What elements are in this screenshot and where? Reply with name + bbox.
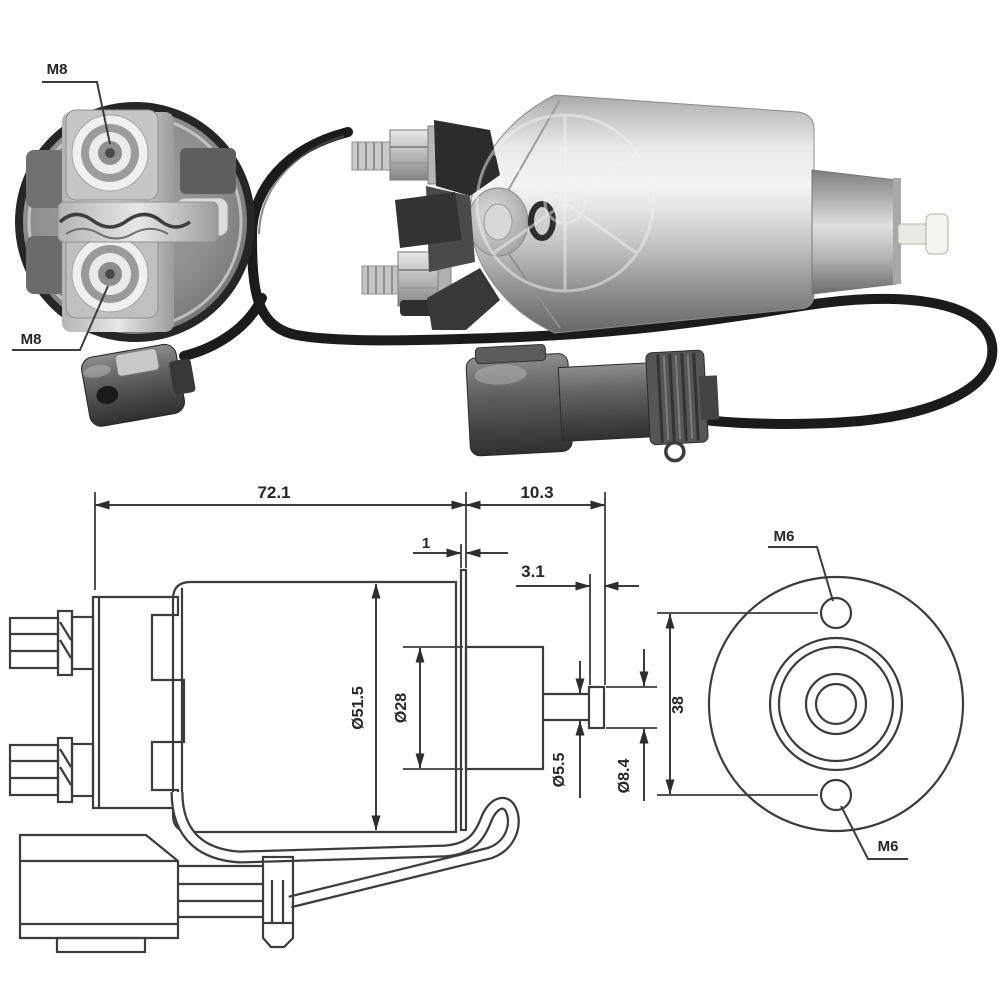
- label-m6-top: M6: [774, 528, 795, 545]
- solenoid-connector-photo: [465, 343, 720, 463]
- label-dia-8-4: Ø8.4: [616, 759, 633, 794]
- bracket-seam-2: [65, 227, 169, 240]
- label-dia-5-5: Ø5.5: [551, 753, 568, 788]
- connector-ridges: [656, 352, 700, 443]
- end-view-photo: [15, 102, 255, 342]
- label-38: 38: [670, 696, 687, 714]
- drawing-stud-bottom: [8, 736, 95, 804]
- m6-hole-bottom: [819, 778, 853, 812]
- label-3-1: 3.1: [521, 562, 545, 581]
- technical-drawing: [8, 81, 965, 954]
- bracket-seam: [58, 212, 192, 229]
- leader-m6-top: [768, 546, 834, 602]
- drawing-stud-top: [8, 609, 95, 677]
- connector-highlight: [474, 364, 527, 385]
- connector-tip: [698, 375, 720, 421]
- dimension-lines: [94, 500, 675, 831]
- drawing-labels: M8 M8 72.1 10.3 1 3.1 Ø51.5 Ø28 Ø5.5 Ø8.…: [21, 61, 899, 855]
- front-cylinder-photo: [811, 169, 897, 295]
- leader-m8-top: [42, 81, 111, 145]
- drawing-wire-inner: [172, 791, 518, 907]
- label-dia-28: Ø28: [393, 693, 410, 723]
- drawing-plunger-tip: [587, 685, 606, 730]
- label-m6-bottom: M6: [878, 838, 899, 855]
- end-view-connector-photo: [81, 343, 196, 427]
- m6-hole-top: [819, 596, 853, 630]
- label-1: 1: [422, 535, 430, 552]
- mid-bracket: [57, 201, 219, 243]
- drawing-end-cap: [91, 595, 186, 810]
- leader-lines: [12, 81, 908, 860]
- label-72-1: 72.1: [257, 483, 290, 502]
- connector-ridge-highlights: [662, 354, 694, 441]
- drawing-body: [171, 580, 458, 834]
- leader-m6-bottom: [840, 805, 908, 860]
- case-hole: [528, 201, 556, 241]
- plunger-pin: [897, 223, 931, 245]
- cone-edge-bottom: [505, 249, 561, 329]
- wire-highlight: [258, 135, 345, 235]
- solenoid-photo: [351, 94, 949, 334]
- drawing-shaft: [543, 692, 589, 722]
- drawing-flange-view: [707, 575, 965, 833]
- label-m8-top: M8: [47, 61, 68, 78]
- front-cylinder-face: [893, 178, 901, 284]
- wire: [246, 127, 998, 429]
- leader-m8-bottom: [12, 285, 109, 351]
- terminal-top: [71, 114, 149, 192]
- connector-ring: [664, 440, 686, 463]
- photo-montage: [15, 94, 998, 463]
- drawing-connector: [18, 833, 295, 954]
- terminal-stud-top: [351, 125, 442, 185]
- wire-branch: [179, 293, 267, 361]
- terminal-bottom: [71, 235, 149, 313]
- plunger-pin-cap: [925, 213, 949, 255]
- label-10-3: 10.3: [520, 483, 553, 502]
- front-bracket-shadows: [395, 120, 500, 330]
- front-hub-center: [483, 203, 513, 241]
- watermark-logo: [475, 113, 655, 293]
- label-dia-51-5: Ø51.5: [350, 686, 367, 730]
- drawing-front-cylinder: [464, 645, 545, 771]
- label-m8-bottom: M8: [21, 331, 42, 348]
